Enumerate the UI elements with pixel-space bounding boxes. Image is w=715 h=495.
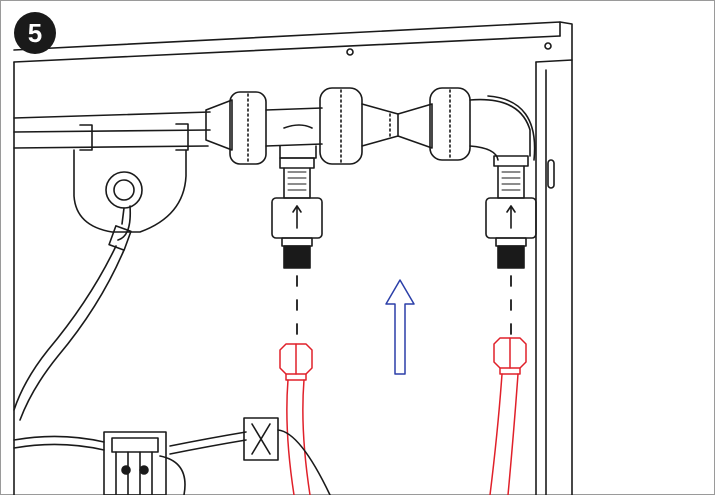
connection-guides	[296, 275, 512, 345]
left-check-valve	[271, 157, 323, 269]
step-number-badge: 5	[14, 12, 56, 54]
cabinet-side-wall	[535, 59, 573, 495]
right-red-hose	[489, 337, 527, 495]
cabinet-top-panel	[13, 21, 573, 63]
left-red-hose	[279, 343, 313, 495]
manifold-tee	[265, 87, 363, 165]
mounting-rail	[13, 111, 211, 151]
left-flex-cable	[13, 205, 132, 421]
right-check-valve	[485, 155, 537, 269]
manifold-reducer	[361, 87, 471, 161]
manifold-elbow	[469, 95, 536, 161]
clip-bracket	[243, 417, 279, 461]
up-arrow-icon	[385, 279, 415, 375]
electrical-connector	[103, 431, 167, 495]
mounting-bracket	[73, 149, 187, 233]
manifold-left-coupling	[205, 91, 267, 165]
bottom-wiring	[13, 429, 331, 495]
